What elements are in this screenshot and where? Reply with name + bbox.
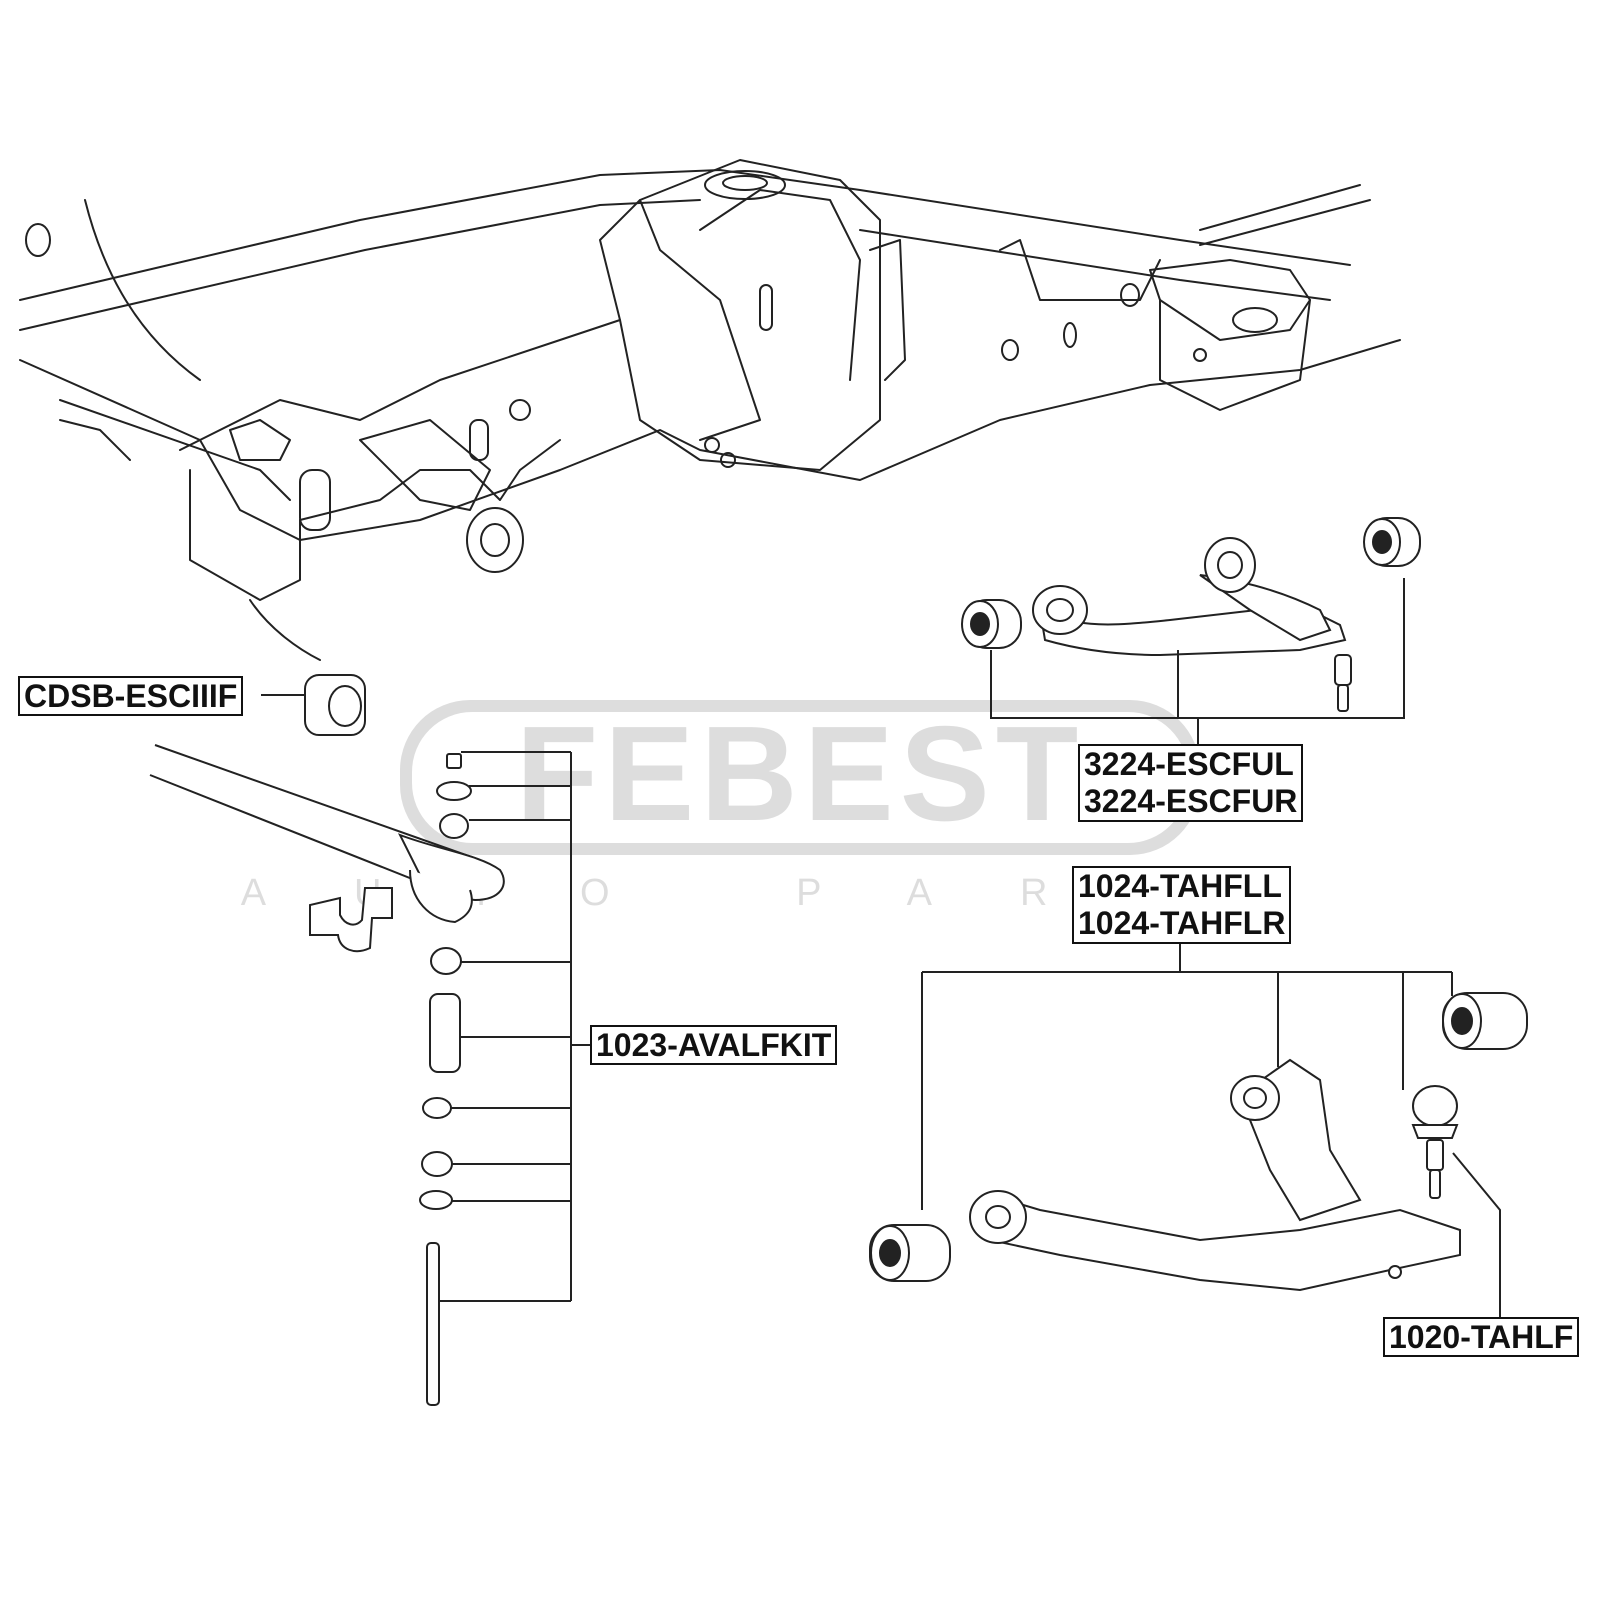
febest-watermark: FEBEST AUTO PARTS xyxy=(241,698,1272,914)
part-number-ball-joint: 1020-TAHLF xyxy=(1389,1319,1574,1355)
part-number-lower-arm-right: 1024-TAHFLR xyxy=(1078,905,1286,941)
watermark-brand: FEBEST xyxy=(516,698,1085,849)
part-label-upper-arm[interactable]: 3224-ESCFUL 3224-ESCFUR xyxy=(1078,744,1304,822)
part-label-link-kit[interactable]: 1023-AVALFKIT xyxy=(590,1025,838,1065)
part-number-link-kit: 1023-AVALFKIT xyxy=(596,1027,832,1063)
part-number-upper-arm-right: 3224-ESCFUR xyxy=(1084,783,1298,819)
part-number-stabilizer-bushing: CDSB-ESCIIIF xyxy=(24,678,238,714)
upper-control-arm-drawing xyxy=(961,517,1421,712)
part-number-lower-arm-left: 1024-TAHFLL xyxy=(1078,868,1282,904)
stabilizer-bar-drawing xyxy=(149,674,505,953)
lower-control-arm-drawing xyxy=(869,992,1528,1292)
part-label-ball-joint[interactable]: 1020-TAHLF xyxy=(1383,1317,1580,1357)
part-number-upper-arm-left: 3224-ESCFUL xyxy=(1084,746,1294,782)
leader-lines xyxy=(261,578,1501,1317)
vehicle-frame-drawing xyxy=(19,159,1401,661)
part-label-lower-arm[interactable]: 1024-TAHFLL 1024-TAHFLR xyxy=(1072,866,1292,944)
link-kit-drawing xyxy=(419,753,472,1406)
part-label-cdsb-esciiif[interactable]: CDSB-ESCIIIF xyxy=(18,676,244,716)
